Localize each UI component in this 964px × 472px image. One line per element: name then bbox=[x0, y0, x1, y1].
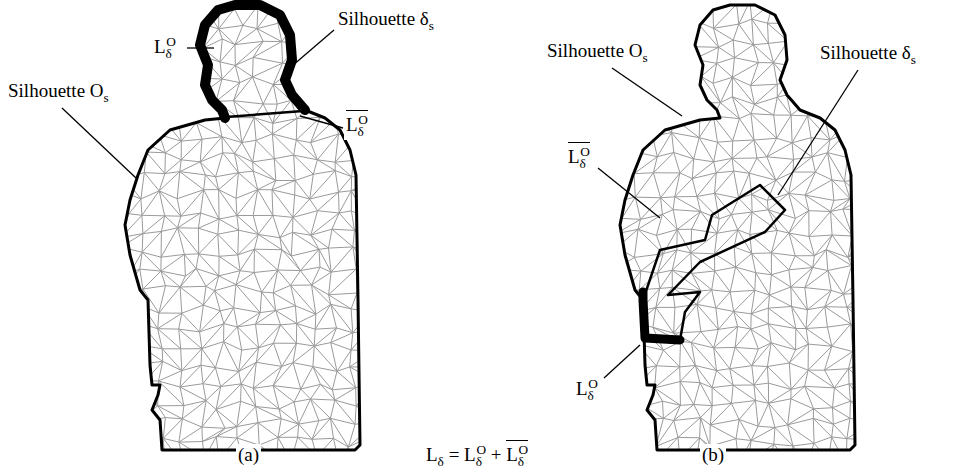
triangle-mesh bbox=[101, 0, 396, 472]
silhouette-segment bbox=[200, 5, 305, 118]
math-label: LδO bbox=[344, 110, 370, 140]
leader-line bbox=[62, 108, 136, 178]
subscript: s bbox=[429, 18, 434, 33]
superscript: O bbox=[358, 112, 368, 127]
math-label: Silhouette Os bbox=[6, 80, 111, 106]
math-label: LδO bbox=[574, 376, 600, 404]
overline-group: LδO bbox=[346, 110, 368, 140]
math-label: (b) bbox=[700, 444, 726, 467]
subscript: s bbox=[911, 52, 916, 67]
leader-line bbox=[187, 47, 214, 48]
superscript: O bbox=[588, 376, 598, 391]
superscript: O bbox=[519, 442, 529, 457]
silhouette-outline bbox=[643, 185, 785, 340]
silhouette-segment bbox=[226, 111, 303, 117]
leader-line bbox=[598, 168, 660, 218]
leader-line bbox=[292, 30, 334, 66]
superscript: O bbox=[580, 144, 590, 159]
silhouette-outline bbox=[620, 5, 855, 450]
math-label: LδO bbox=[566, 142, 592, 172]
math-label: (a) bbox=[236, 444, 261, 467]
subscript: s bbox=[643, 50, 648, 65]
math-label: LδO bbox=[152, 34, 178, 62]
silhouette-outline bbox=[125, 5, 360, 450]
overline-group: LδO bbox=[568, 142, 590, 172]
superscript: O bbox=[166, 34, 176, 49]
superscript: O bbox=[476, 442, 486, 457]
math-label: Silhouette δs bbox=[336, 8, 436, 34]
subscript: δ bbox=[438, 454, 444, 469]
math-label: Lδ = LδO + LδO bbox=[424, 440, 530, 470]
leader-line bbox=[612, 68, 682, 116]
overline-group: LδO bbox=[506, 440, 528, 470]
leader-line bbox=[778, 70, 858, 195]
subscript: s bbox=[104, 90, 109, 105]
leader-line bbox=[300, 116, 343, 128]
math-label: Silhouette δs bbox=[818, 42, 918, 68]
leader-line bbox=[604, 345, 640, 378]
triangle-mesh bbox=[596, 0, 891, 472]
silhouette-segment bbox=[643, 292, 680, 340]
math-label: Silhouette Os bbox=[545, 40, 650, 66]
